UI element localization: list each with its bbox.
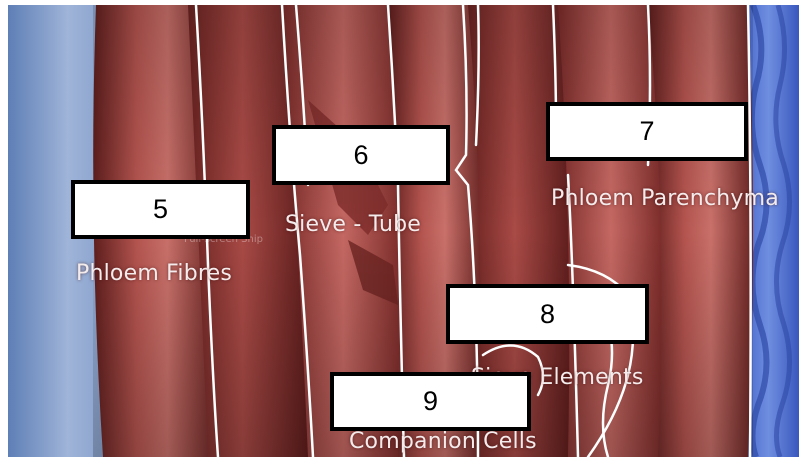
label-phloem-parenchyma: Phloem Parenchyma bbox=[551, 186, 779, 211]
answer-box-9: 9 bbox=[330, 372, 531, 431]
answer-box-5: 5 bbox=[71, 180, 250, 239]
answer-box-6: 6 bbox=[272, 125, 450, 185]
label-sieve-tube: Sieve - Tube bbox=[285, 212, 421, 237]
answer-box-8: 8 bbox=[446, 284, 649, 344]
label-phloem-fibres: Phloem Fibres bbox=[76, 261, 232, 286]
diagram-frame: Phloem Fibres Sieve - Tube Phloem Parenc… bbox=[8, 5, 799, 457]
answer-box-7: 7 bbox=[546, 102, 748, 161]
label-companion-cells: Companion Cells bbox=[349, 429, 537, 454]
